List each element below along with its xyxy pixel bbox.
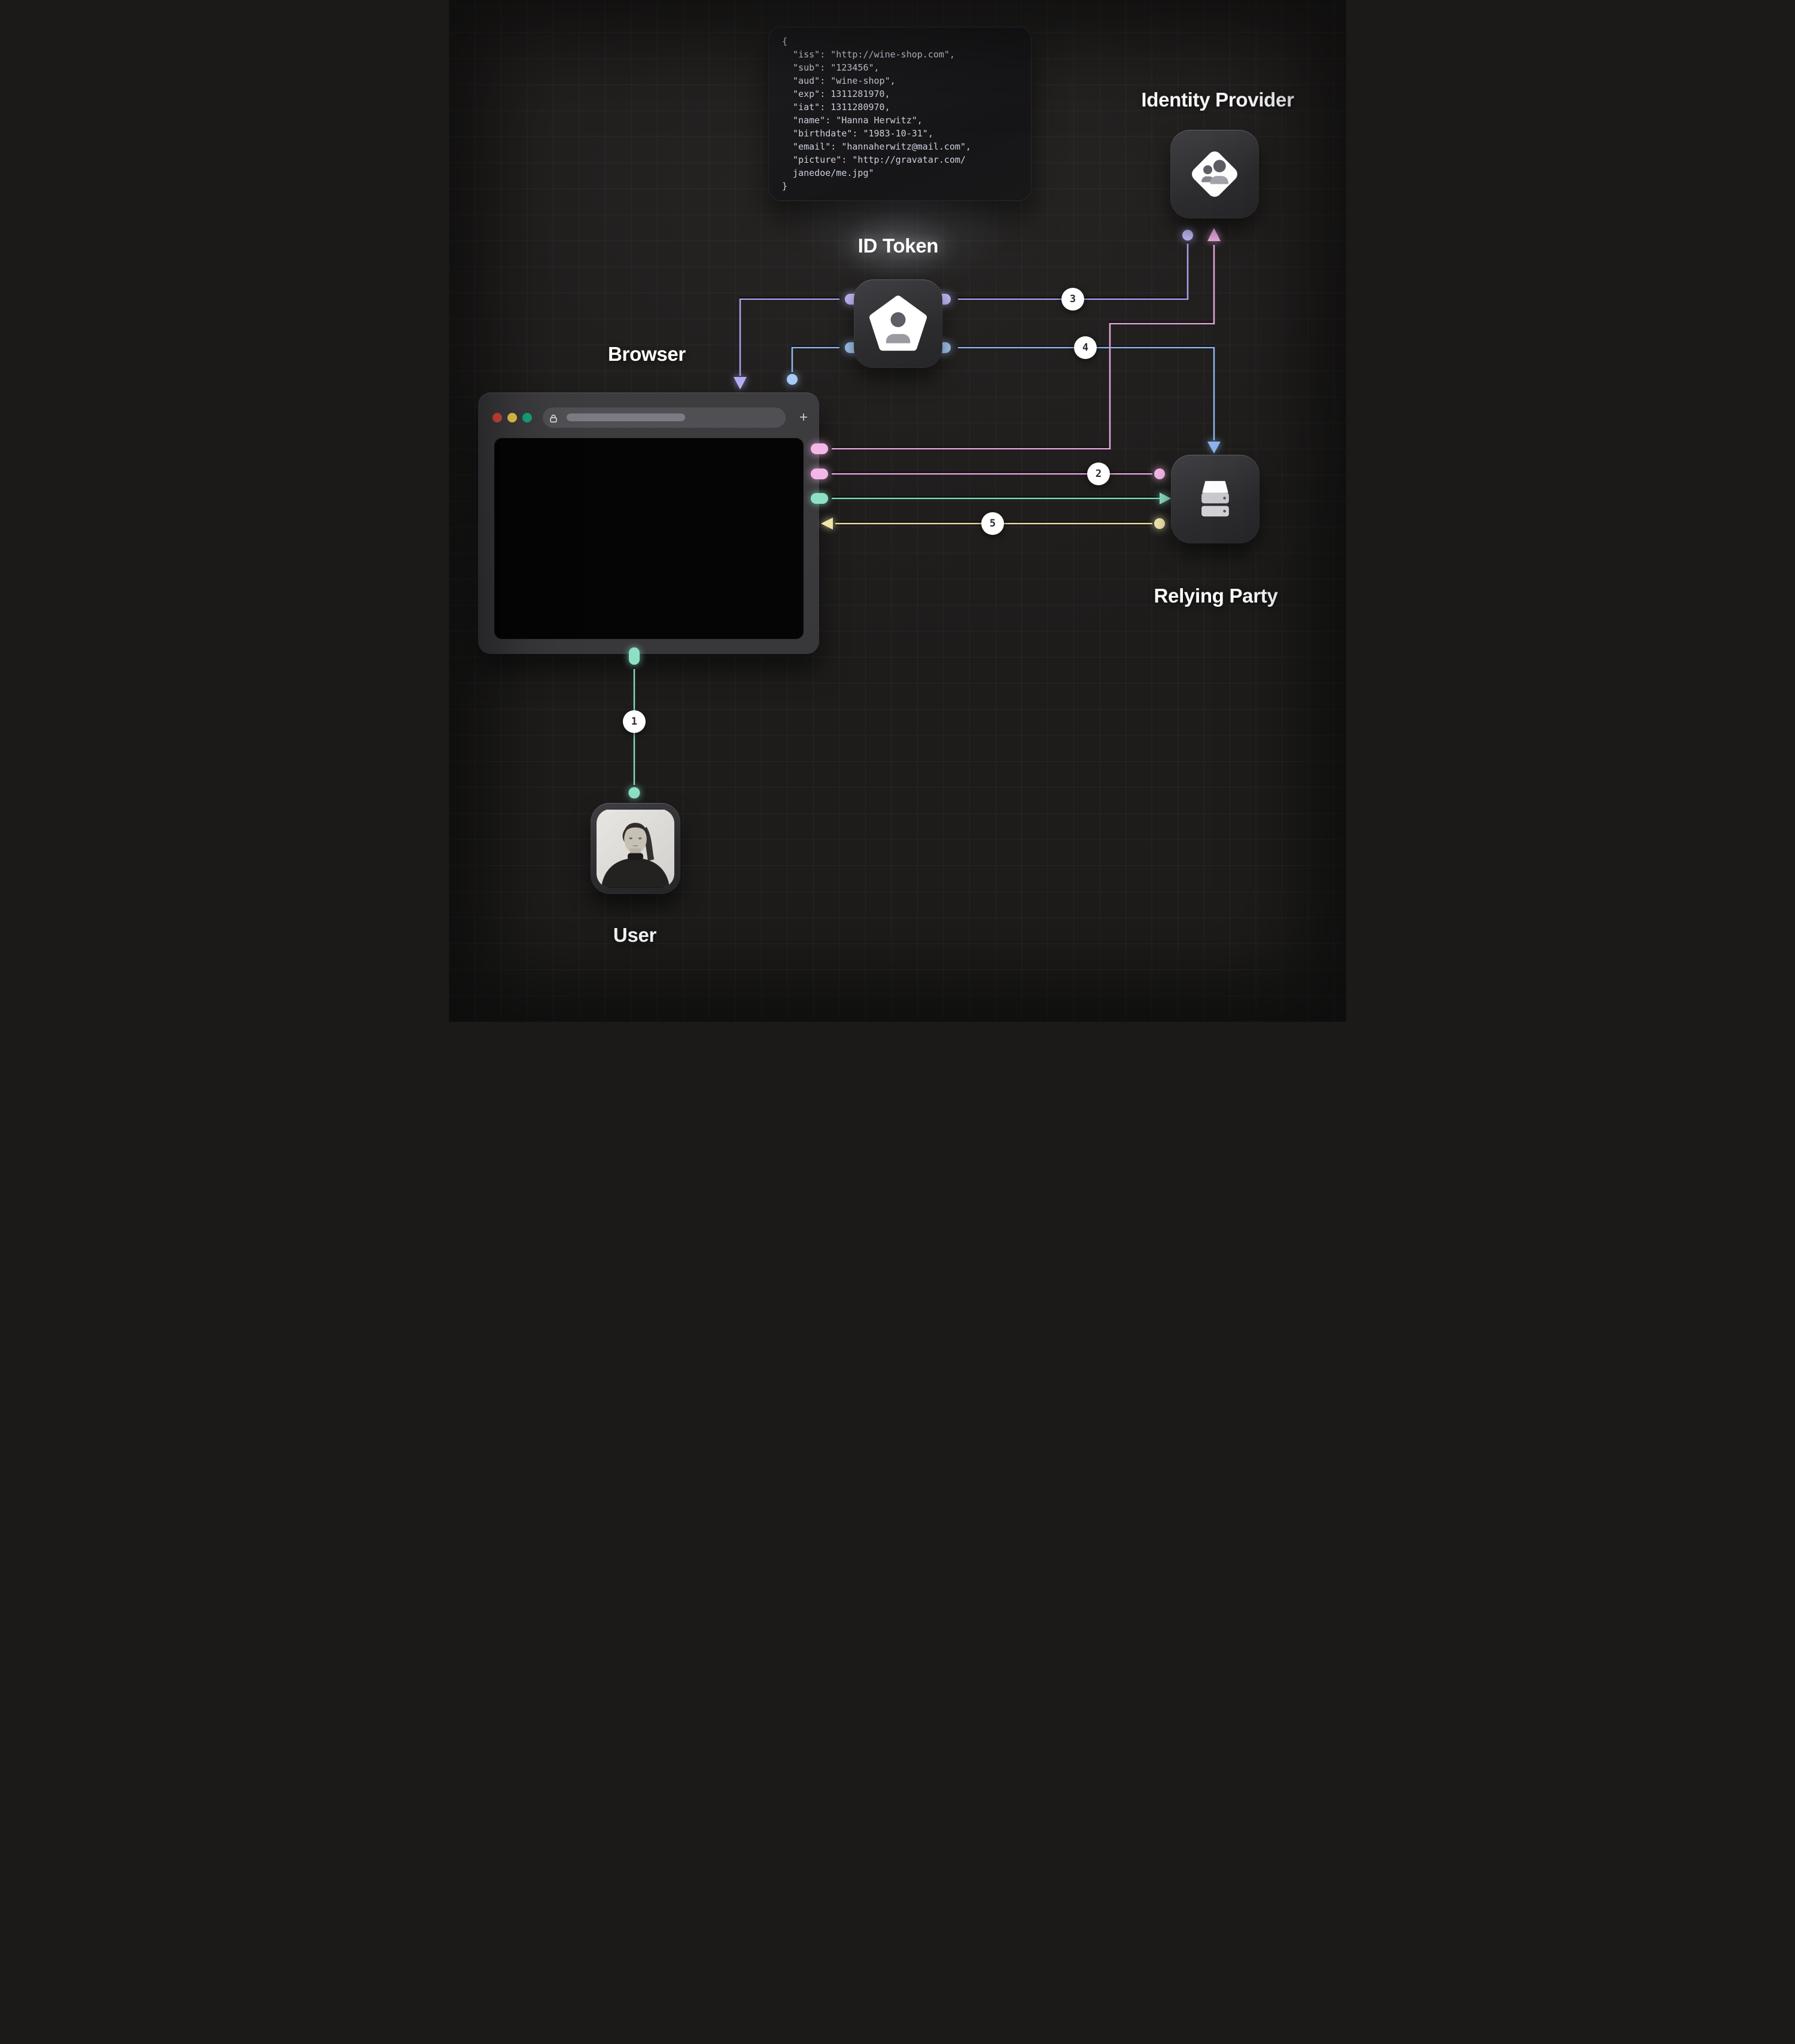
code-line: janedoe/me.jpg" [782,168,874,178]
user-portrait-photo [597,809,674,888]
code-line: "email": "hannaherwitz@mail.com", [782,141,972,152]
arrow-down-to-rp-icon [1207,442,1221,454]
rp-endpoint-dot-pink [1154,469,1165,479]
step-badge-1: 1 [623,710,646,733]
identity-provider-icon [1170,130,1259,218]
arrow-up-to-idp-icon [1207,228,1221,241]
id-token-payload-code: { "iss": "http://wine-shop.com", "sub": … [768,26,1032,201]
code-line: "iss": "http://wine-shop.com", [782,49,955,60]
code-line: "birthdate": "1983-10-31", [782,128,933,139]
flow-4-line-left [791,346,839,372]
close-window-dot [492,413,502,422]
oidc-flow-diagram: { "iss": "http://wine-shop.com", "sub": … [449,0,1346,1022]
diamond-group-icon [1192,151,1237,197]
code-line: "iat": 1311280970, [782,102,890,112]
arrow-left-to-browser [821,518,833,530]
id-token-label: ID Token [857,235,939,257]
code-line: "aud": "wine-shop", [782,75,896,86]
server-stack-icon [1201,480,1229,517]
user-endpoint-dot-teal [628,787,640,799]
code-line: "name": "Hanna Herwitz", [782,115,923,126]
step-badge-4: 4 [1074,336,1097,359]
identity-provider-label: Identity Provider [1141,89,1294,111]
idp-endpoint-dot-purple [1182,230,1193,241]
pentagon-user-icon [869,295,927,351]
flow-4-line-right [958,346,1215,440]
id-token-icon [854,279,942,368]
lock-icon [550,414,557,423]
step-badge-2: 2 [1087,463,1110,485]
code-line: { [782,36,788,47]
browser-endpoint-dot-blue [787,374,798,385]
browser-viewport [494,438,804,639]
relying-party-icon [1171,455,1259,543]
code-line: "sub": "123456", [782,62,880,73]
arrow-down-to-browser-icon [734,377,747,390]
code-line: } [782,181,788,191]
minimize-window-dot [507,413,517,422]
url-placeholder-bar [567,413,685,421]
code-line: "picture": "http://gravatar.com/ [782,154,966,165]
step-badge-5: 5 [981,512,1004,535]
user-avatar [591,803,680,894]
user-label: User [613,924,657,946]
new-tab-button: + [799,409,808,425]
step-badge-3: 3 [1061,288,1084,311]
arrow-right-to-rp-icon [1160,492,1171,504]
code-line: "exp": 1311281970, [782,89,890,99]
zoom-window-dot [522,413,532,422]
relying-party-label: Relying Party [1154,585,1278,607]
portrait-illustration [597,810,674,887]
rp-endpoint-dot-yellow [1154,518,1165,529]
browser-label: Browser [608,343,686,365]
